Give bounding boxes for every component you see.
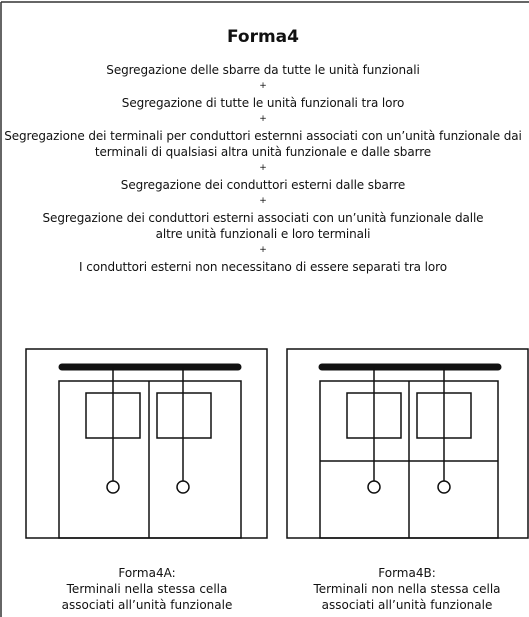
terminal-circle bbox=[106, 480, 120, 494]
statement-1: Segregazione delle sbarre da tutte le un… bbox=[106, 63, 420, 77]
plus-separator: + bbox=[259, 114, 267, 124]
enclosure-outline bbox=[25, 348, 268, 539]
statement-5: Segregazione dei conduttori esterni asso… bbox=[42, 211, 484, 241]
caption-line: Terminali nella stessa cella bbox=[66, 582, 228, 596]
statement-2: Segregazione di tutte le unità funzional… bbox=[121, 96, 405, 110]
caption-line: Terminali non nella stessa cella bbox=[313, 582, 501, 596]
terminal-circle bbox=[176, 480, 190, 494]
terminal-circle bbox=[437, 480, 451, 494]
plus-separator: + bbox=[259, 81, 267, 91]
caption-forma4b: Forma4B: Terminali non nella stessa cell… bbox=[302, 565, 512, 613]
plus-separator: + bbox=[259, 163, 267, 173]
cubicle-outline bbox=[58, 380, 242, 539]
caption-forma4a: Forma4A: Terminali nella stessa cella as… bbox=[42, 565, 252, 613]
plus-separator: + bbox=[259, 245, 267, 255]
form-title: Forma4 bbox=[226, 27, 299, 47]
caption-line: associati all’unità funzionale bbox=[321, 598, 493, 612]
enclosure-outline bbox=[286, 348, 529, 539]
caption-line: associati all’unità funzionale bbox=[61, 598, 233, 612]
statement-6: I conduttori esterni non necessitano di … bbox=[79, 260, 447, 274]
caption-title: Forma4B: bbox=[378, 566, 436, 580]
terminal-circle bbox=[367, 480, 381, 494]
functional-unit-box bbox=[156, 392, 212, 439]
diagram-forma4b bbox=[286, 348, 529, 539]
statement-4: Segregazione dei conduttori esterni dall… bbox=[120, 178, 406, 192]
caption-title: Forma4A: bbox=[118, 566, 176, 580]
diagram-forma4a bbox=[25, 348, 268, 539]
plus-separator: + bbox=[259, 196, 267, 206]
statement-3: Segregazione dei terminali per conduttor… bbox=[4, 129, 522, 159]
